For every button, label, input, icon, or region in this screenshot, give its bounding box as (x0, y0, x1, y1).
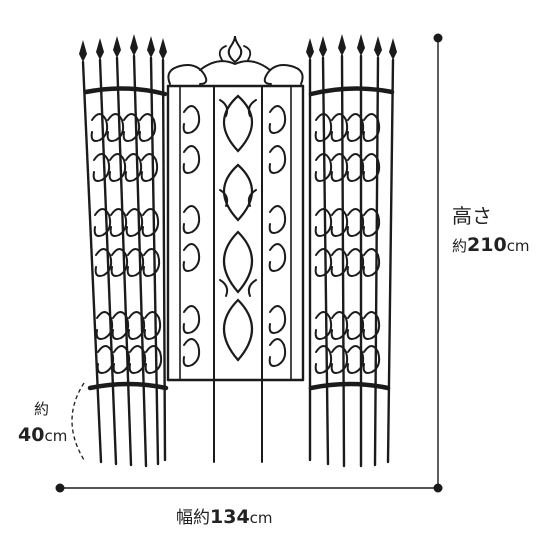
height-value-group: 約210cm (452, 236, 530, 255)
height-unit: cm (506, 237, 530, 255)
fence-drawing (79, 34, 397, 468)
height-value: 210 (467, 234, 507, 256)
height-top-dot (433, 33, 443, 43)
height-label: 高さ (452, 204, 492, 228)
width-value: 134 (210, 506, 250, 528)
depth-prefix: 約 (34, 400, 50, 418)
right-panel-scrollwork (314, 113, 381, 374)
right-panel (306, 34, 397, 468)
width-unit: cm (249, 509, 273, 527)
left-panel-scrollwork (90, 113, 163, 374)
left-panel (79, 34, 169, 468)
width-value-group: 幅約134cm (176, 508, 273, 527)
width-left-dot (55, 483, 65, 493)
width-label: 幅約 (176, 508, 210, 528)
depth-value-group: 40cm (18, 426, 67, 445)
height-prefix: 約 (452, 237, 468, 255)
depth-unit: cm (44, 427, 68, 445)
depth-dimension-curve (71, 382, 85, 461)
dimension-lines (55, 33, 443, 493)
depth-value: 40 (18, 424, 45, 446)
center-panel-scrollwork (182, 99, 287, 367)
